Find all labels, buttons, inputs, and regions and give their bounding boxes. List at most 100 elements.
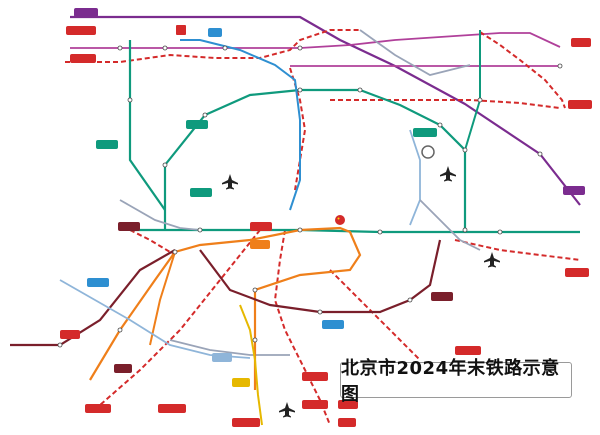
red-dashed-northeast — [479, 31, 566, 109]
teal-line-north — [128, 40, 166, 211]
station-marker — [252, 337, 258, 343]
red-dashed-se — [329, 269, 421, 361]
magenta-line — [70, 32, 561, 49]
airport-icon — [440, 166, 456, 182]
orange-line-south — [149, 251, 176, 346]
line-badge — [250, 222, 272, 231]
red-dashed-east — [330, 99, 561, 109]
line-maroon — [10, 239, 442, 347]
line-badge — [176, 25, 186, 35]
line-badge — [208, 28, 222, 37]
station-marker — [57, 342, 63, 348]
gray-line-center — [419, 199, 481, 251]
station-marker — [537, 151, 543, 157]
line-badge — [455, 346, 481, 355]
station-marker — [252, 287, 258, 293]
line-badge — [250, 240, 270, 249]
line-badge — [158, 404, 186, 413]
line-badge — [66, 26, 96, 35]
blue-line — [180, 39, 301, 211]
orange-line — [89, 226, 362, 390]
line-badge — [60, 330, 80, 339]
line-badge — [413, 128, 437, 137]
line-badge — [70, 54, 96, 63]
line-badge — [338, 418, 356, 427]
line-badge — [87, 278, 109, 287]
line-teal — [128, 30, 580, 234]
line-badge — [190, 188, 212, 197]
station-marker — [377, 229, 383, 235]
line-purple — [70, 15, 581, 206]
line-badge — [232, 378, 250, 387]
station-marker — [222, 45, 228, 51]
airport-icon — [484, 252, 500, 268]
airport-icon — [222, 174, 238, 190]
station-marker — [162, 45, 168, 51]
station-marker — [117, 327, 123, 333]
station-marker — [497, 229, 503, 235]
station-marker — [297, 87, 303, 93]
station-marker — [162, 162, 168, 168]
line-orange — [89, 226, 362, 390]
line-badge — [571, 38, 591, 47]
station-marker — [202, 112, 208, 118]
line-badge — [96, 140, 118, 149]
line-badge — [118, 222, 140, 231]
line-badge — [302, 400, 328, 409]
station-marker — [462, 227, 468, 233]
station-marker — [197, 227, 203, 233]
line-badge — [568, 100, 592, 109]
yellow-line — [239, 304, 263, 426]
station-marker — [117, 45, 123, 51]
teal-line — [163, 88, 467, 230]
airport-icon — [279, 402, 295, 418]
loop-line-icon — [421, 145, 435, 159]
line-badge — [232, 418, 260, 427]
line-badge — [85, 404, 111, 413]
gray-line-ne — [359, 29, 471, 76]
stations — [57, 45, 563, 348]
station-marker — [297, 227, 303, 233]
map-title: 北京市2024年末铁路示意图 — [341, 358, 560, 405]
gray-line-south — [169, 339, 290, 356]
station-marker — [462, 147, 468, 153]
station-marker — [127, 97, 133, 103]
maroon-line-west — [10, 249, 176, 347]
maroon-line — [199, 239, 442, 314]
line-magenta — [70, 32, 561, 67]
line-badge — [322, 320, 344, 329]
station-marker — [557, 63, 563, 69]
line-badge — [114, 364, 132, 373]
station-marker — [357, 87, 363, 93]
line-badge — [565, 268, 589, 277]
line-badge — [338, 400, 358, 409]
line-blue — [180, 39, 421, 226]
red-dashed-south — [273, 229, 331, 426]
line-gray — [119, 29, 481, 356]
red-dashed-west — [129, 229, 176, 256]
blue-line-east — [409, 129, 421, 226]
national-flag-icon — [335, 215, 345, 225]
red-dashed-center — [289, 67, 307, 191]
line-badge — [186, 120, 208, 129]
line-badge — [212, 353, 232, 362]
station-marker — [407, 297, 413, 303]
station-marker — [317, 309, 323, 315]
line-badge — [74, 8, 98, 17]
line-badge — [302, 372, 328, 381]
line-yellow — [239, 304, 263, 426]
line-badge — [431, 292, 453, 301]
teal-line-ne — [464, 30, 481, 151]
purple-line-west — [70, 15, 581, 206]
red-dashed-east-south — [454, 239, 581, 261]
line-badges — [60, 8, 592, 427]
station-marker — [172, 249, 178, 255]
station-marker — [297, 45, 303, 51]
station-marker — [437, 122, 443, 128]
red-dashed-southwest — [99, 229, 261, 406]
gray-line-west — [119, 199, 201, 231]
station-marker — [477, 97, 483, 103]
map-title-box: 北京市2024年末铁路示意图 — [340, 358, 572, 405]
